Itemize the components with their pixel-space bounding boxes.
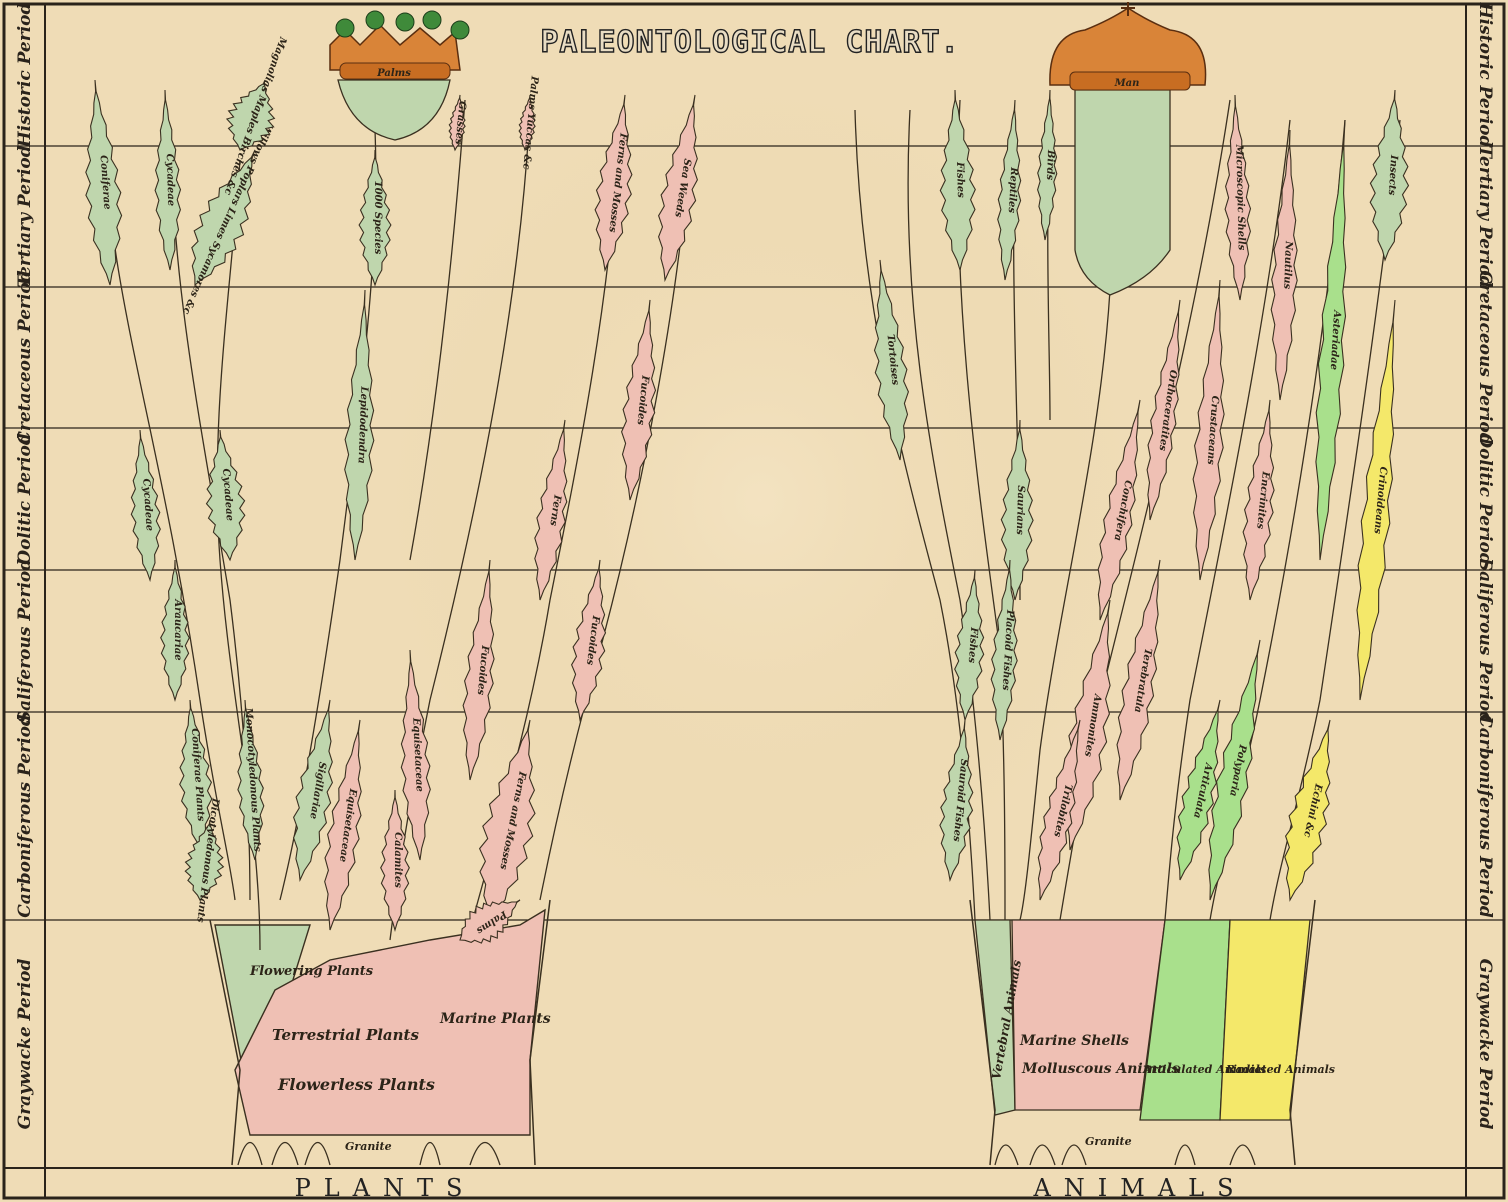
branch-label: Calamites: [392, 832, 403, 888]
branch-label: Fishes: [954, 161, 966, 198]
period-label-right: Saliferous Period: [1475, 559, 1495, 723]
animals-group-radiated: Radiated Animals: [1225, 1063, 1335, 1076]
period-label-left: Oolitic Period: [15, 433, 35, 565]
period-label-left: Historic Period: [15, 3, 35, 149]
animals-group-marine-shells: Marine Shells: [1019, 1033, 1129, 1049]
plants-group-flowerless: Flowerless Plants: [277, 1075, 435, 1094]
period-label-right: Graywacke Period: [1475, 959, 1495, 1130]
plants-group-marine: Marine Plants: [439, 1011, 551, 1027]
mammalia-head: [1075, 90, 1170, 295]
plants-crown-label: Palms: [376, 68, 411, 79]
period-label-left: Cretaceous Period: [15, 270, 35, 444]
period-label-left: Saliferous Period: [15, 559, 35, 723]
branch-label: Nautilus: [1281, 240, 1294, 290]
period-label-right: Cretaceous Period: [1475, 270, 1495, 444]
branch-label: Birds: [1044, 149, 1056, 181]
animals-base-label: ANIMALS: [1032, 1174, 1246, 1202]
branch-label: 1000 Species: [372, 181, 383, 255]
period-label-left: Tertiary Period: [15, 145, 35, 287]
plants-rock-granite: Granite: [345, 1140, 392, 1153]
molluscous-animals-mass: [1012, 920, 1165, 1110]
period-label-left: Carboniferous Period: [15, 714, 35, 918]
period-label-right: Tertiary Period: [1475, 145, 1495, 287]
period-label-right: Carboniferous Period: [1475, 714, 1495, 918]
period-label-left: Graywacke Period: [15, 959, 35, 1130]
period-label-right: Historic Period: [1475, 2, 1495, 148]
chart-title: PALEONTOLOGICAL CHART.: [540, 25, 959, 60]
plants-group-terrestrial: Terrestrial Plants: [272, 1026, 419, 1044]
plants-base-label: PLANTS: [295, 1174, 476, 1202]
animals-rock-granite: Granite: [1085, 1135, 1132, 1148]
plants-group-flowering: Flowering Plants: [249, 964, 374, 979]
animals-crown-label: Man: [1114, 78, 1140, 89]
branch-label: Cycadeae: [164, 154, 176, 207]
period-label-right: Oolitic Period: [1475, 433, 1495, 565]
branch-label: Saurians: [1014, 485, 1026, 535]
branch-label: Araucariae: [172, 598, 183, 660]
